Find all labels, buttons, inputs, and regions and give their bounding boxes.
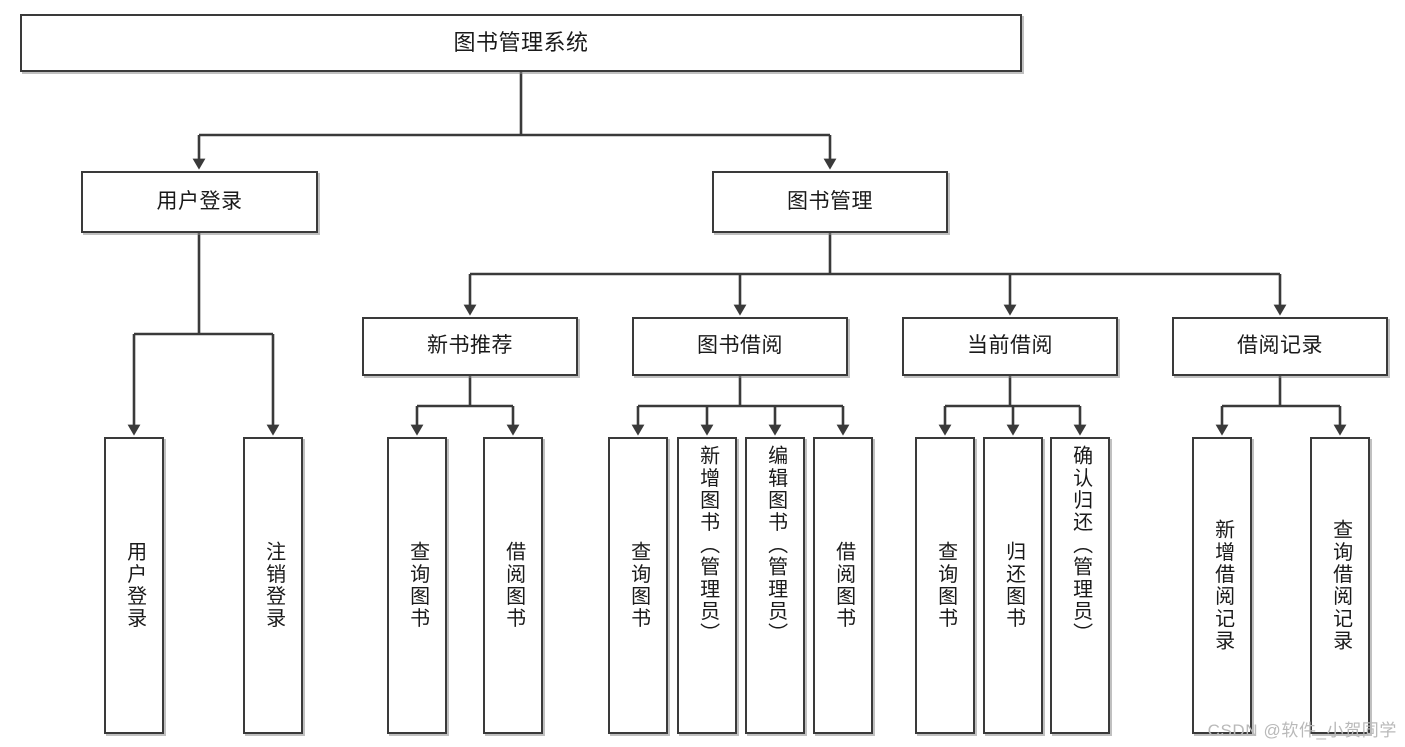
leaf-book-borrow-query-book-label: 查询图书 <box>627 541 650 630</box>
leaf-book-borrow-add-book-label: 新增图书（管理员） <box>696 445 719 645</box>
leaf-book-borrow-borrow-book-label: 借阅图书 <box>832 541 855 630</box>
node-book-borrow-label: 图书借阅 <box>697 334 783 358</box>
leaf-current-borrow-confirm-return-label: 确认归还（管理员） <box>1069 445 1092 645</box>
leaf-borrow-record-query-record-label: 查询借阅记录 <box>1329 518 1352 653</box>
node-root-label: 图书管理系统 <box>453 30 589 56</box>
leaf-borrow-record-add-record[interactable]: 新增借阅记录 <box>1192 437 1252 734</box>
node-user-login-label: 用户登录 <box>156 189 243 213</box>
leaf-new-book-query-book-label: 查询图书 <box>406 541 429 630</box>
leaf-book-borrow-add-book[interactable]: 新增图书（管理员） <box>677 437 737 734</box>
leaf-new-book-borrow-book[interactable]: 借阅图书 <box>483 437 543 734</box>
leaf-current-borrow-query-book[interactable]: 查询图书 <box>915 437 975 734</box>
node-book-management-label: 图书管理 <box>787 189 873 213</box>
leaf-user-login-login[interactable]: 用户登录 <box>104 437 164 734</box>
node-book-management[interactable]: 图书管理 <box>712 171 948 233</box>
node-current-borrow-label: 当前借阅 <box>967 334 1053 358</box>
node-new-book-recommend[interactable]: 新书推荐 <box>362 317 578 376</box>
node-book-borrow[interactable]: 图书借阅 <box>632 317 848 376</box>
node-user-login[interactable]: 用户登录 <box>81 171 318 233</box>
node-borrow-record[interactable]: 借阅记录 <box>1172 317 1388 376</box>
leaf-borrow-record-add-record-label: 新增借阅记录 <box>1211 518 1234 653</box>
node-borrow-record-label: 借阅记录 <box>1237 334 1323 358</box>
leaf-current-borrow-confirm-return[interactable]: 确认归还（管理员） <box>1050 437 1110 734</box>
node-current-borrow[interactable]: 当前借阅 <box>902 317 1118 376</box>
leaf-current-borrow-return-book[interactable]: 归还图书 <box>983 437 1043 734</box>
leaf-borrow-record-query-record[interactable]: 查询借阅记录 <box>1310 437 1370 734</box>
leaf-current-borrow-return-book-label: 归还图书 <box>1002 541 1025 630</box>
leaf-user-login-logout[interactable]: 注销登录 <box>243 437 303 734</box>
leaf-book-borrow-edit-book-label: 编辑图书（管理员） <box>764 445 787 645</box>
leaf-user-login-logout-label: 注销登录 <box>262 541 285 630</box>
node-new-book-recommend-label: 新书推荐 <box>427 334 513 358</box>
leaf-new-book-borrow-book-label: 借阅图书 <box>502 541 525 630</box>
leaf-user-login-login-label: 用户登录 <box>123 541 146 630</box>
leaf-book-borrow-edit-book[interactable]: 编辑图书（管理员） <box>745 437 805 734</box>
leaf-new-book-query-book[interactable]: 查询图书 <box>387 437 447 734</box>
node-root-library-system[interactable]: 图书管理系统 <box>20 14 1022 72</box>
leaf-book-borrow-query-book[interactable]: 查询图书 <box>608 437 668 734</box>
leaf-book-borrow-borrow-book[interactable]: 借阅图书 <box>813 437 873 734</box>
leaf-current-borrow-query-book-label: 查询图书 <box>934 541 957 630</box>
